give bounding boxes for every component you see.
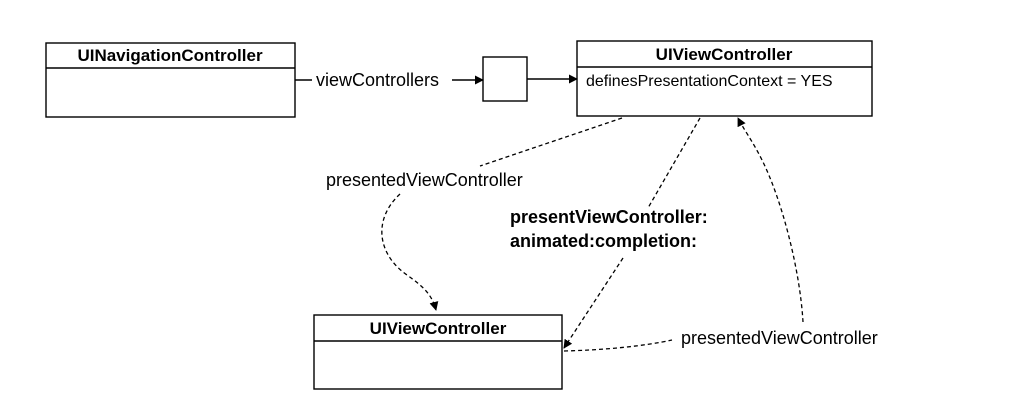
presented-left-edge-upper-segment (479, 117, 623, 167)
view-controllers-array-box (482, 56, 528, 102)
present-view-controller-edge: presentViewController: animated:completi… (510, 117, 708, 349)
presented-right-edge-upper-curve (737, 117, 804, 323)
view-controllers-label: viewControllers (316, 70, 439, 90)
root-view-controller-box (576, 40, 873, 117)
root-view-controller-node: UIViewController definesPresentationCont… (576, 40, 873, 117)
root-view-controller-title: UIViewController (656, 45, 793, 64)
presented-right-edge-lower-segment (563, 339, 673, 352)
presented-view-controller-right-label: presentedViewController (681, 328, 878, 348)
presented-view-controller-node: UIViewController (313, 314, 563, 390)
present-view-controller-label-line1: presentViewController: (510, 207, 708, 227)
present-view-controller-label-line2: animated:completion: (510, 231, 697, 251)
presented-view-controller-box (313, 314, 563, 390)
presented-view-controller-right-edge: presentedViewController (563, 117, 878, 352)
presented-left-edge-curve (381, 193, 439, 311)
presented-view-controller-left-label: presentedViewController (326, 170, 523, 190)
view-controllers-edge: viewControllers (295, 70, 484, 90)
present-edge-upper-segment (647, 117, 701, 209)
presented-view-controller-title: UIViewController (370, 319, 507, 338)
navigation-controller-title: UINavigationController (77, 46, 263, 65)
presented-view-controller-left-edge: presentedViewController (326, 117, 623, 311)
navigation-controller-box (45, 42, 296, 118)
view-controllers-array-node (482, 56, 528, 102)
present-edge-lower-segment (563, 257, 624, 349)
navigation-controller-node: UINavigationController (45, 42, 296, 118)
defines-presentation-context-attribute: definesPresentationContext = YES (586, 73, 833, 90)
